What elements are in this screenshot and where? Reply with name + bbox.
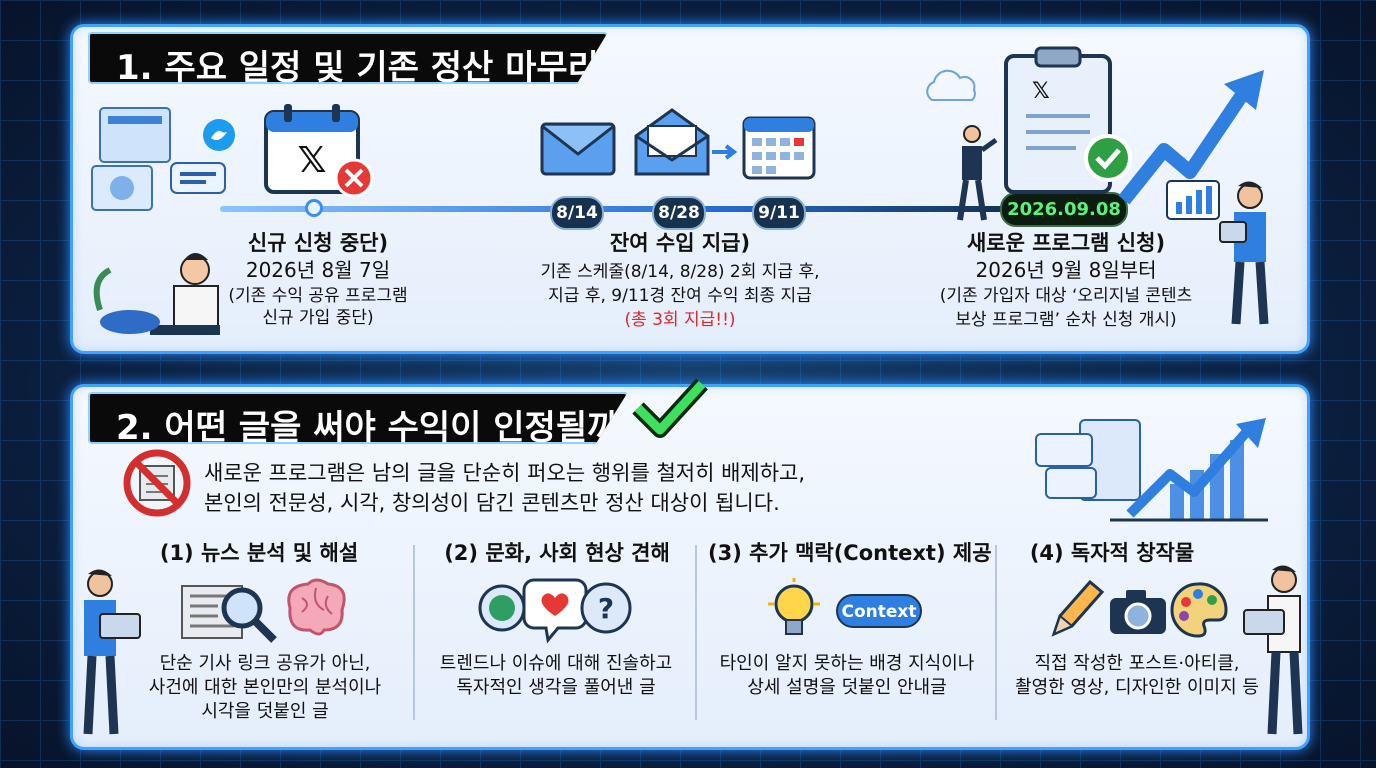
column-divider bbox=[995, 545, 997, 720]
col2-line2: 지급 후, 9/11경 잔여 수익 최종 지급 bbox=[548, 286, 812, 306]
clipboard-x-label: 𝕏 bbox=[1032, 79, 1050, 104]
arrow-right-icon bbox=[712, 144, 738, 160]
calendar-x-label: 𝕏 bbox=[297, 140, 326, 181]
item1-line2: 사건에 대한 본인만의 분석이나 bbox=[148, 677, 382, 698]
col1-line1: (기존 수익 공유 프로그램 bbox=[228, 286, 408, 306]
col1-line2: 신규 가입 중단) bbox=[262, 308, 374, 328]
brain-icon bbox=[287, 578, 346, 636]
timeline-date-1: 8/14 bbox=[550, 196, 604, 230]
green-check-icon bbox=[632, 378, 708, 438]
person-laptop-left-illustration bbox=[83, 569, 141, 735]
camera-icon bbox=[1110, 590, 1166, 634]
column-divider bbox=[695, 545, 697, 720]
calendar-grid-icon bbox=[742, 116, 816, 180]
person-tablet-illustration bbox=[1219, 181, 1269, 325]
person-pointing-illustration bbox=[957, 125, 998, 221]
item2-line1: 트렌드나 이슈에 대해 진솔하고 bbox=[439, 653, 673, 674]
section2-title: 2. 어떤 글을 써야 수익이 인정될까? bbox=[88, 392, 628, 444]
item2-line2: 독자적인 생각을 풀어낸 글 bbox=[456, 677, 656, 698]
item4-line2: 촬영한 영상, 디자인한 이미지 등 bbox=[1015, 677, 1259, 698]
item1-line1: 단순 기사 링크 공유가 아닌, bbox=[159, 653, 371, 674]
timeline-date-3: 9/11 bbox=[752, 196, 806, 230]
col2-line3: (총 3회 지급!!) bbox=[624, 310, 736, 330]
intro-line2: 본인의 전문성, 시각, 창의성이 담긴 콘텐츠만 정산 대상이 됩니다. bbox=[204, 491, 780, 515]
intro-line1: 새로운 프로그램은 남의 글을 단순히 퍼오는 행위를 철저히 배제하고, bbox=[204, 461, 806, 485]
chat-bubble-icon bbox=[170, 162, 226, 194]
col3-line1: (기존 가입자 대상 ‘오리지널 콘텐츠 bbox=[939, 286, 1193, 306]
item3-line1: 타인이 알지 못하는 배경 지식이나 bbox=[719, 653, 975, 674]
section1-title: 1. 주요 일정 및 기존 정산 마무리 bbox=[88, 32, 608, 84]
palette-icon bbox=[1170, 582, 1228, 638]
newspaper-magnifier-icon bbox=[181, 585, 277, 643]
cloud-icon bbox=[926, 69, 976, 101]
col3-line2: 보상 프로그램’ 순차 신청 개시) bbox=[955, 310, 1177, 330]
col3-heading: 새로운 프로그램 신청) bbox=[966, 231, 1166, 255]
lightbulb-icon bbox=[768, 578, 820, 635]
context-badge: Context bbox=[836, 594, 922, 628]
clipboard-check-icon: 𝕏 bbox=[1004, 46, 1132, 194]
item3-line2: 상세 설명을 덧붙인 안내글 bbox=[747, 677, 947, 698]
no-copy-icon bbox=[123, 449, 191, 517]
growth-arrow-icon bbox=[1118, 70, 1264, 205]
col1-heading: 신규 신청 중단) bbox=[247, 231, 389, 255]
timeline-bar bbox=[220, 206, 1020, 212]
analytics-illustration bbox=[1035, 418, 1268, 522]
timeline-date-4: 2026.09.08 bbox=[1000, 192, 1128, 227]
item1-line3: 시각을 덧붙인 글 bbox=[201, 701, 329, 722]
open-envelope-icon bbox=[634, 108, 710, 176]
calendar-x-icon: 𝕏 bbox=[264, 104, 374, 198]
column-divider bbox=[413, 545, 415, 720]
item2-heading: (2) 문화, 사회 현상 견해 bbox=[444, 541, 670, 565]
twitter-bird-icon bbox=[203, 119, 235, 151]
col2-heading: 잔여 수입 지급) bbox=[609, 231, 751, 255]
item4-line1: 직접 작성한 포스트·아티클, bbox=[1034, 653, 1240, 674]
envelope-icon bbox=[540, 122, 616, 176]
col2-line1: 기존 스케줄(8/14, 8/28) 2회 지급 후, bbox=[540, 262, 820, 282]
item4-heading: (4) 독자적 창작물 bbox=[1029, 541, 1195, 565]
person-laptop-illustration bbox=[91, 107, 220, 335]
col3-date: 2026년 9월 8일부터 bbox=[975, 258, 1157, 282]
timeline-dot bbox=[305, 199, 323, 217]
person-laptop-right-illustration bbox=[1243, 565, 1303, 735]
svg-text:?: ? bbox=[598, 592, 614, 625]
speech-bubbles-icon: ? bbox=[478, 578, 632, 644]
col1-date: 2026년 8월 7일 bbox=[245, 258, 391, 282]
item1-heading: (1) 뉴스 분석 및 해설 bbox=[159, 541, 359, 565]
pencil-icon bbox=[1051, 579, 1105, 637]
bar-chart-icon bbox=[1166, 180, 1220, 220]
timeline-date-2: 8/28 bbox=[652, 196, 706, 230]
item3-heading: (3) 추가 맥락(Context) 제공 bbox=[708, 541, 992, 565]
